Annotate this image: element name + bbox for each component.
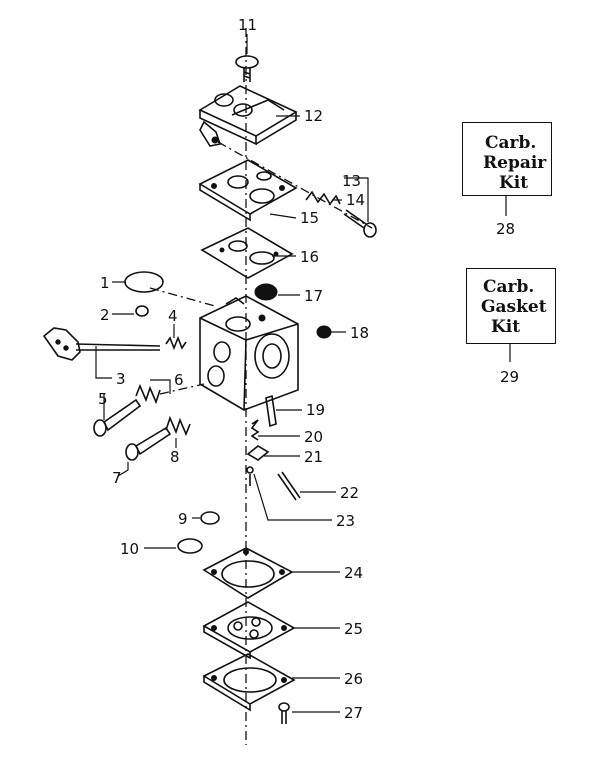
part-23-screw (246, 466, 254, 486)
part-19-inlet-needle (265, 394, 277, 428)
part-27-screw (278, 702, 290, 724)
carburetor-body (199, 295, 299, 411)
part-9-plug (200, 511, 220, 525)
callout-4: 4 (168, 307, 178, 325)
callout-12: 12 (304, 107, 323, 125)
callout-14: 14 (346, 191, 365, 209)
callout-19: 19 (306, 401, 325, 419)
callout-5: 5 (98, 390, 108, 408)
kit-number-29: 29 (500, 368, 519, 386)
part-16-pump-gasket (200, 227, 294, 279)
callout-8: 8 (170, 448, 180, 466)
callout-18: 18 (350, 324, 369, 342)
callout-20: 20 (304, 428, 323, 446)
callout-1: 1 (100, 274, 110, 292)
part-21-control-lever (246, 445, 270, 461)
part-6-spring (135, 383, 161, 405)
callout-3: 3 (116, 370, 126, 388)
callout-27: 27 (344, 704, 363, 722)
callout-9: 9 (178, 510, 188, 528)
callout-6: 6 (174, 371, 184, 389)
part-1-choke-plate (124, 271, 164, 293)
callout-2: 2 (100, 306, 110, 324)
kit-label-line: Repair (483, 153, 547, 173)
choke-axis (149, 287, 216, 307)
kit-label-line: Carb. (485, 133, 537, 153)
callout-7: 7 (112, 469, 122, 487)
leader-lines (95, 34, 511, 713)
callout-15: 15 (300, 209, 319, 227)
carb-gasket-kit-box: Carb. Gasket Kit (466, 268, 556, 344)
callout-25: 25 (344, 620, 363, 638)
part-17-plug (254, 283, 278, 301)
callout-13: 13 (342, 172, 361, 190)
callout-17: 17 (304, 287, 323, 305)
callout-11: 11 (238, 16, 257, 34)
part-25-metering-diaphragm (202, 601, 296, 660)
callout-10: 10 (120, 540, 139, 558)
callout-21: 21 (304, 448, 323, 466)
callout-24: 24 (344, 564, 363, 582)
kit-label-line: Kit (499, 173, 529, 193)
part-24-metering-gasket (202, 547, 294, 599)
part-7-needle-screw (125, 426, 172, 461)
part-5-needle-screw (93, 398, 142, 437)
kit-label-line: Carb. (483, 277, 535, 297)
part-22-lever-pin (277, 471, 301, 501)
part-11-screw (235, 55, 259, 82)
part-14-spring (305, 190, 341, 206)
kit-number-28: 28 (496, 220, 515, 238)
part-10-welch-plug (177, 538, 203, 554)
part-13-screw (343, 209, 377, 238)
pump-axis (217, 141, 373, 229)
part-18-plug (316, 325, 332, 339)
part-12-pump-cover (198, 85, 298, 147)
callout-23: 23 (336, 512, 355, 530)
part-3-choke-shaft (42, 327, 161, 361)
needle-axis (159, 383, 205, 395)
callout-26: 26 (344, 670, 363, 688)
carb-repair-kit-box: Carb. Repair Kit (462, 122, 552, 196)
part-15-pump-diaphragm (198, 159, 298, 222)
part-8-spring (165, 415, 191, 437)
part-4-spring (165, 335, 187, 351)
part-2-screw (135, 305, 149, 317)
kit-label-line: Kit (491, 317, 521, 337)
part-20-spring (250, 419, 260, 441)
callout-22: 22 (340, 484, 359, 502)
part-26-metering-cover (202, 653, 296, 712)
callout-16: 16 (300, 248, 319, 266)
kit-label-line: Gasket (481, 297, 547, 317)
